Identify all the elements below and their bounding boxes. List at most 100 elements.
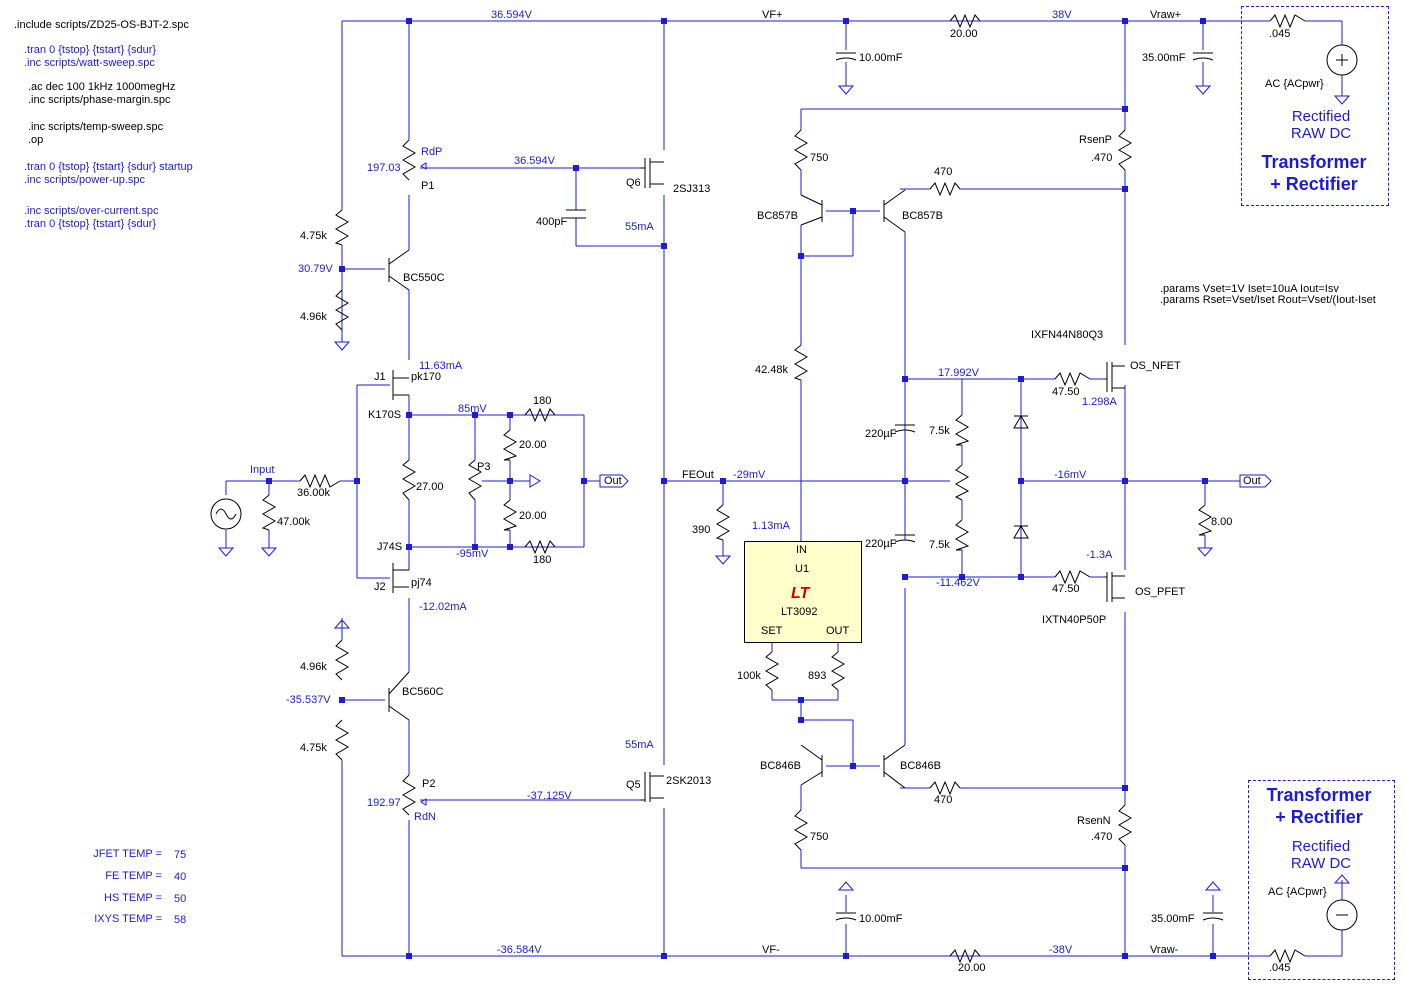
pk170-label: pk170 xyxy=(411,371,441,383)
net-p1-value: 197.03 xyxy=(367,162,401,174)
r-475k-bottom: 4.75k xyxy=(300,742,327,754)
r-045-top: .045 xyxy=(1269,28,1291,40)
p2-label: P2 xyxy=(422,778,436,790)
c-top-35mf: 35.00mF xyxy=(1142,52,1186,64)
net-vraw-minus: Vraw- xyxy=(1150,944,1179,956)
r-36k: 36.00k xyxy=(297,487,331,499)
transformer-sub-1-bottom: Rectified xyxy=(1291,838,1351,855)
net-minus38v: -38V xyxy=(1049,944,1073,956)
transformer-title-2-top: + Rectifier xyxy=(1270,174,1358,194)
out-main-port[interactable]: Out xyxy=(1243,475,1261,487)
directive-inc3[interactable]: .inc scripts/temp-sweep.spc xyxy=(28,121,164,133)
r-470-top: 470 xyxy=(934,166,953,178)
r-496k-top: 4.96k xyxy=(300,311,327,323)
directive-tran1[interactable]: .tran 0 {tstop} {tstart} {sdur} xyxy=(24,44,157,56)
transformer-title-1-bottom: Transformer xyxy=(1266,785,1372,805)
ac-source-top: AC {ACpwr} xyxy=(1265,78,1324,90)
net-bottom-rail-voltage: -36.584V xyxy=(497,944,542,956)
directive-inc5[interactable]: .inc scripts/over-current.spc xyxy=(24,205,159,217)
directive-tran2[interactable]: .tran 0 {tstop} {tstart} {sdur} startup xyxy=(24,161,193,173)
r-20-b: 20.00 xyxy=(519,510,547,522)
pj74-label: pj74 xyxy=(411,577,432,589)
bc857b-right: BC857B xyxy=(902,210,943,222)
directive-inc2[interactable]: .inc scripts/phase-margin.spc xyxy=(28,94,171,106)
directive-inc1[interactable]: .inc scripts/watt-sweep.spc xyxy=(24,57,155,69)
r-180-bottom: 180 xyxy=(533,554,552,566)
p3-label: P3 xyxy=(477,461,491,473)
transformer-sub-1-top: Rectified xyxy=(1291,108,1351,125)
c-400pf: 400pF xyxy=(536,216,568,228)
directive-tran3[interactable]: .tran 0 {tstop} {tstart} {sdur} xyxy=(24,218,157,230)
directive-include[interactable]: .include scripts/ZD25-OS-BJT-2.spc xyxy=(14,19,189,31)
net-rdn: RdN xyxy=(414,811,437,823)
rsenp-label: RsenP xyxy=(1079,134,1113,146)
net-k170-voltage: 85mV xyxy=(458,403,487,415)
r-100k: 100k xyxy=(737,670,761,682)
pfet-part: IXTN40P50P xyxy=(1042,614,1107,626)
resistors xyxy=(261,13,1306,964)
u1-name: U1 xyxy=(795,563,810,575)
temp-value-jfet: 75 xyxy=(174,849,187,861)
r-20-a: 20.00 xyxy=(519,439,547,451)
net-out-voltage: -16mV xyxy=(1054,469,1087,481)
c-220uf-bottom: 220µF xyxy=(865,538,897,550)
directive-params1[interactable]: .params Vset=1V Iset=10uA Iout=Isv xyxy=(1160,283,1339,295)
r-4248k: 42.48k xyxy=(755,364,789,376)
k170s-label: K170S xyxy=(368,409,402,421)
directive-params2[interactable]: .params Rset=Vset/Iset Rout=Vset/(Iout-I… xyxy=(1160,294,1376,306)
net-vf-plus: VF+ xyxy=(762,9,783,21)
net-vraw-plus: Vraw+ xyxy=(1150,9,1182,21)
r-8-load: 8.00 xyxy=(1211,516,1233,528)
rsenn-label: RsenN xyxy=(1077,815,1111,827)
r-4750-top: 47.50 xyxy=(1052,386,1080,398)
temp-label-fe: FE TEMP = xyxy=(105,870,162,882)
bc846b-right: BC846B xyxy=(900,760,941,772)
net-rdp-voltage: 36.594V xyxy=(514,155,555,167)
nfet-name: OS_NFET xyxy=(1130,360,1181,372)
net-j74-voltage: -95mV xyxy=(456,548,489,560)
directive-inc4[interactable]: .inc scripts/power-up.spc xyxy=(24,174,146,186)
net-rdp: RdP xyxy=(421,146,443,158)
bc857b-left: BC857B xyxy=(757,210,798,222)
r-750-bottom: 750 xyxy=(810,831,829,843)
j2-label: J2 xyxy=(374,581,386,593)
c-bottom-10mf: 10.00mF xyxy=(859,913,903,925)
transformer-title-1-top: Transformer xyxy=(1261,152,1367,172)
net-rdn-voltage: -37.125V xyxy=(527,790,572,802)
transformer-sub-2-bottom: RAW DC xyxy=(1290,855,1352,872)
directive-ac[interactable]: .ac dec 100 1kHz 1000megHz xyxy=(28,81,176,93)
temp-label-ixys: IXYS TEMP = xyxy=(94,913,162,925)
u1-part: LT3092 xyxy=(781,606,818,618)
bc846b-left: BC846B xyxy=(760,760,801,772)
net-vf-minus: VF- xyxy=(762,944,780,956)
junction-dots xyxy=(266,18,1216,959)
net-feout-voltage: -29mV xyxy=(733,469,766,481)
r-180-top: 180 xyxy=(533,395,552,407)
directive-op[interactable]: .op xyxy=(28,134,44,146)
q6-label: Q6 xyxy=(626,177,641,189)
r-top-20: 20.00 xyxy=(950,28,978,40)
nfet-part: IXFN44N80Q3 xyxy=(1031,329,1104,341)
u1-set-pin: SET xyxy=(761,625,783,637)
u1-in-pin: IN xyxy=(796,544,807,556)
transformer-title-2-bottom: + Rectifier xyxy=(1275,807,1363,827)
c-bottom-35mf: 35.00mF xyxy=(1151,913,1195,925)
u1-lt3092-block[interactable]: IN U1 LT LT3092 SET OUT xyxy=(744,541,862,643)
net-bc550-voltage: 30.79V xyxy=(298,263,333,275)
r-27: 27.00 xyxy=(416,481,444,493)
net-pfet-current: -1.3A xyxy=(1086,549,1113,561)
c-top-10mf: 10.00mF xyxy=(859,52,903,64)
r-045-bottom: .045 xyxy=(1269,962,1291,974)
net-q6-current: 55mA xyxy=(625,221,654,233)
net-p2-value: 192.97 xyxy=(367,797,401,809)
r-47k: 47.00k xyxy=(277,516,311,528)
bc550c-label: BC550C xyxy=(403,272,445,284)
pfet-name: OS_PFET xyxy=(1135,586,1186,598)
temp-label-jfet: JFET TEMP = xyxy=(93,848,162,860)
net-j1-current: 11.63mA xyxy=(419,360,463,372)
net-nfet-current: 1.298A xyxy=(1082,396,1117,408)
capacitors xyxy=(566,52,1224,921)
out-fe-port[interactable]: Out xyxy=(604,475,622,487)
temp-label-hs: HS TEMP = xyxy=(104,892,162,904)
